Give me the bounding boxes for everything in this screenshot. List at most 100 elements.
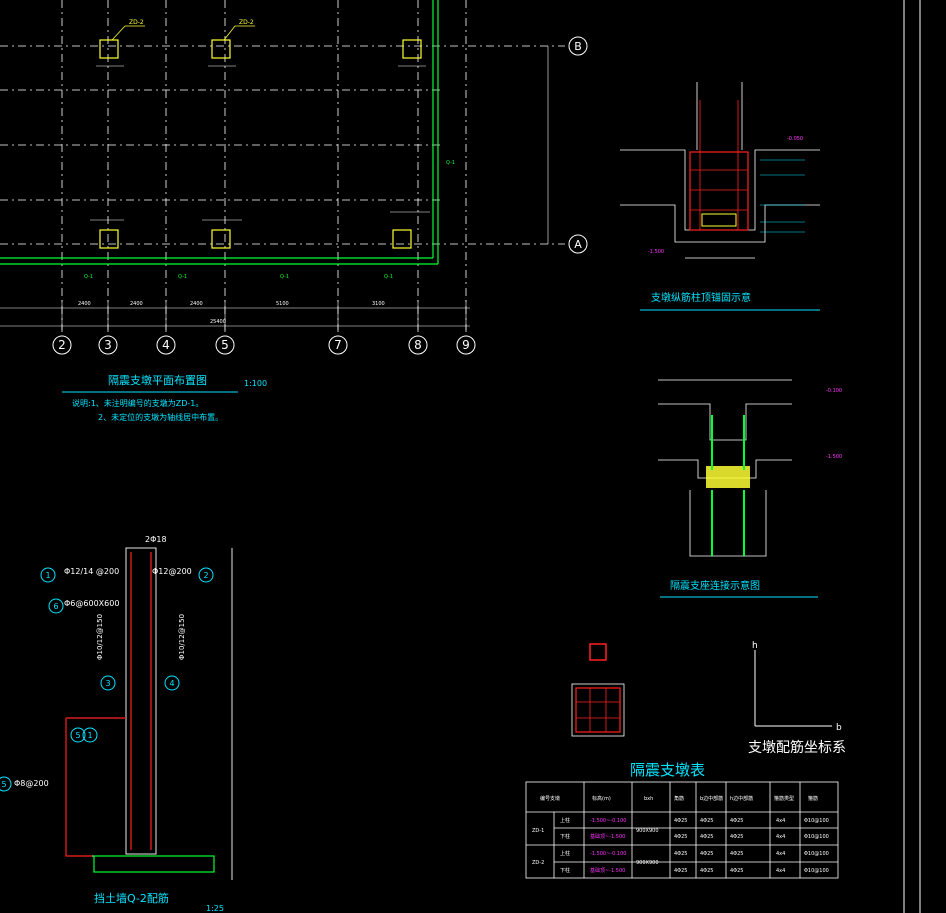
svg-text:上柱: 上柱 — [560, 817, 570, 824]
pier-square[interactable] — [402, 39, 422, 59]
svg-text:ZD-2: ZD-2 — [532, 860, 544, 866]
wall-rebar-3: Φ10/12@150 — [96, 614, 104, 660]
svg-text:下柱: 下柱 — [560, 833, 570, 840]
svg-text:h边中部筋: h边中部筋 — [730, 795, 753, 802]
wall-title: 挡土墙Q-2配筋 — [94, 891, 169, 905]
wall-footing — [93, 855, 215, 873]
pier-square[interactable] — [392, 229, 412, 249]
svg-text:上柱: 上柱 — [560, 850, 570, 857]
svg-text:bxh: bxh — [644, 796, 653, 802]
svg-text:角筋: 角筋 — [674, 795, 684, 802]
svg-text:3100: 3100 — [372, 301, 385, 307]
plan-note-line1: 说明:1、未注明编号的支墩为ZD-1。 — [72, 398, 203, 408]
node-mid-title: 隔震支座连接示意图 — [670, 579, 760, 592]
svg-text:Q-1: Q-1 — [178, 274, 187, 280]
svg-text:900X900: 900X900 — [636, 828, 659, 834]
pier-square[interactable] — [99, 229, 119, 249]
coord-axis-b: b — [836, 723, 842, 733]
node-mid-level2: -1.500 — [826, 454, 842, 460]
svg-text:2400: 2400 — [78, 301, 91, 307]
svg-text:标高(m): 标高(m) — [592, 795, 611, 802]
plan-piers — [99, 39, 422, 249]
svg-text:4: 4 — [169, 679, 174, 688]
svg-text:4Φ25: 4Φ25 — [674, 868, 687, 874]
isolator-bearing — [706, 466, 750, 488]
node-mid-level1: -0.100 — [826, 388, 842, 394]
svg-text:-1.500~-0.100: -1.500~-0.100 — [590, 818, 626, 824]
svg-text:4Φ25: 4Φ25 — [730, 834, 743, 840]
wall-marker-circles — [0, 567, 214, 792]
plan-green-walls — [0, 0, 439, 265]
grid-number-labels: 2 3 4 5 7 8 9 — [58, 338, 470, 352]
svg-text:4Φ25: 4Φ25 — [700, 818, 713, 824]
svg-text:b边中部筋: b边中部筋 — [700, 795, 723, 802]
svg-text:Φ10@100: Φ10@100 — [804, 818, 829, 824]
svg-text:4x4: 4x4 — [776, 851, 785, 857]
pier-tag-label: ZD-2 — [239, 19, 254, 26]
grid-number: 3 — [104, 338, 112, 352]
plan-vertical-gridlines — [61, 0, 467, 335]
plan-scale: 1:100 — [244, 379, 267, 388]
svg-text:箍筋类型: 箍筋类型 — [774, 795, 794, 802]
green-wall-tags: Q-1 Q-1 Q-1 Q-1 Q-1 — [84, 160, 455, 280]
sheet-border — [903, 0, 921, 913]
grid-letter: A — [574, 238, 582, 251]
svg-text:4Φ25: 4Φ25 — [730, 868, 743, 874]
svg-text:5: 5 — [1, 780, 6, 789]
plan-title: 隔震支墩平面布置图 — [108, 373, 207, 387]
isolator-bearing — [701, 213, 737, 227]
svg-text:25400: 25400 — [210, 319, 226, 325]
node-mid-detail: -0.100 -1.500 隔震支座连接示意图 — [658, 379, 842, 598]
table-body: ZD-1 上柱 -1.500~-0.100 900X900 4Φ25 4Φ25 … — [532, 817, 829, 874]
pier-square[interactable] — [211, 39, 231, 59]
svg-text:Q-1: Q-1 — [446, 160, 455, 166]
wall-section-detail: 2Φ18 Φ12/14 @200 Φ12@200 Φ6@600X600 Φ10/… — [0, 535, 233, 913]
svg-text:箍筋: 箍筋 — [808, 795, 818, 802]
node-top-level: -0.050 — [787, 136, 803, 142]
grid-number: 8 — [414, 338, 422, 352]
svg-text:4Φ25: 4Φ25 — [700, 868, 713, 874]
node-top-level2: -1.500 — [648, 249, 664, 255]
svg-text:5: 5 — [75, 731, 80, 740]
svg-text:1: 1 — [87, 731, 92, 740]
table-headers: 编号支墩 标高(m) bxh 角筋 b边中部筋 h边中部筋 箍筋类型 箍筋 — [540, 795, 818, 802]
wall-scale: 1:25 — [206, 904, 224, 913]
coord-axis-h: h — [752, 641, 758, 651]
svg-text:Q-1: Q-1 — [384, 274, 393, 280]
node-top-title: 支墩纵筋柱顶锚固示意 — [651, 291, 751, 304]
svg-text:4Φ25: 4Φ25 — [674, 818, 687, 824]
svg-text:1: 1 — [45, 571, 50, 580]
wall-top-rebar: 2Φ18 — [145, 535, 167, 544]
wall-rebar-5: Φ8@200 — [14, 779, 49, 788]
pier-square[interactable] — [211, 229, 231, 249]
node-top-detail: -0.050 -1.500 支墩纵筋柱顶锚固示意 — [620, 82, 820, 311]
svg-text:-1.500~-0.100: -1.500~-0.100 — [590, 851, 626, 857]
pier-dims — [90, 65, 430, 221]
pier-square[interactable] — [99, 39, 119, 59]
coord-title: 支墩配筋坐标系 — [748, 739, 846, 756]
svg-text:Φ10@100: Φ10@100 — [804, 834, 829, 840]
svg-text:Q-1: Q-1 — [84, 274, 93, 280]
grid-number: 4 — [162, 338, 170, 352]
grid-number: 9 — [462, 338, 470, 352]
svg-text:基础顶~-1.500: 基础顶~-1.500 — [590, 867, 625, 874]
wall-rebar-4: Φ10/12@150 — [178, 614, 186, 660]
svg-text:4Φ25: 4Φ25 — [674, 834, 687, 840]
svg-text:ZD-1: ZD-1 — [532, 828, 544, 834]
plan-view: ZD-2 ZD-2 Q-1 Q-1 Q-1 Q-1 Q-1 — [0, 0, 588, 422]
svg-text:4Φ25: 4Φ25 — [730, 851, 743, 857]
svg-text:4Φ25: 4Φ25 — [700, 851, 713, 857]
grid-letter-bubbles — [568, 36, 588, 254]
pier-section-sketch — [571, 643, 625, 737]
grid-letter: B — [574, 40, 582, 53]
svg-text:4Φ25: 4Φ25 — [674, 851, 687, 857]
wall-rebar-6: Φ6@600X600 — [64, 599, 119, 608]
plan-note-line2: 2、未定位的支墩为轴线居中布置。 — [98, 412, 223, 422]
svg-text:Φ10@100: Φ10@100 — [804, 851, 829, 857]
svg-text:2400: 2400 — [190, 301, 203, 307]
pier-tag-leaders — [111, 25, 255, 41]
svg-text:基础顶~-1.500: 基础顶~-1.500 — [590, 833, 625, 840]
svg-text:Q-1: Q-1 — [280, 274, 289, 280]
svg-text:4x4: 4x4 — [776, 834, 785, 840]
